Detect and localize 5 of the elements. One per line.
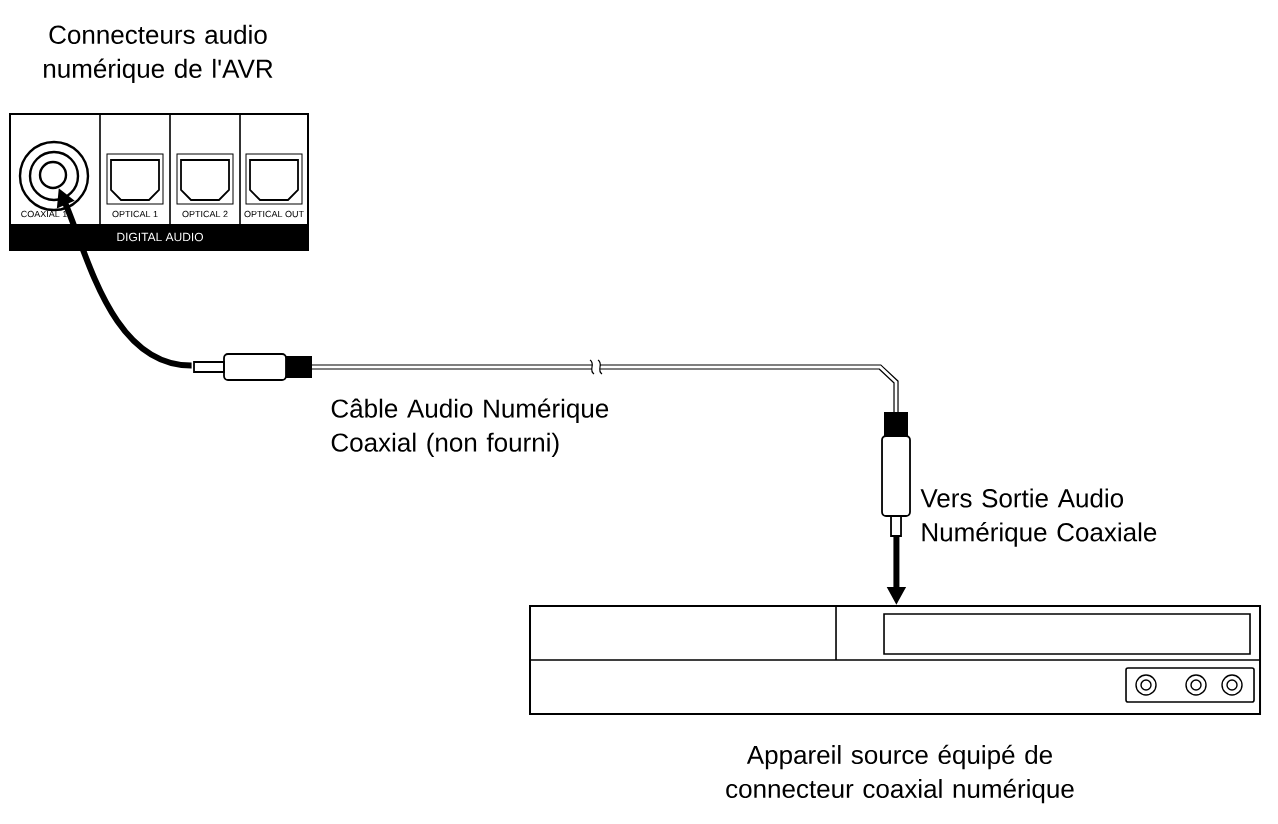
edge-label: Vers Sortie Audio Numérique Coaxiale xyxy=(920,488,1157,547)
coaxial-jack xyxy=(38,160,68,190)
cable-caption: Câble Audio Numérique Coaxial (non fourni) xyxy=(331,398,609,457)
panel-heading: Connecteurs audio numérique de l'AVR xyxy=(44,24,273,84)
device-caption: Appareil source équipé de connecteur coaxial numérique xyxy=(726,744,1074,804)
